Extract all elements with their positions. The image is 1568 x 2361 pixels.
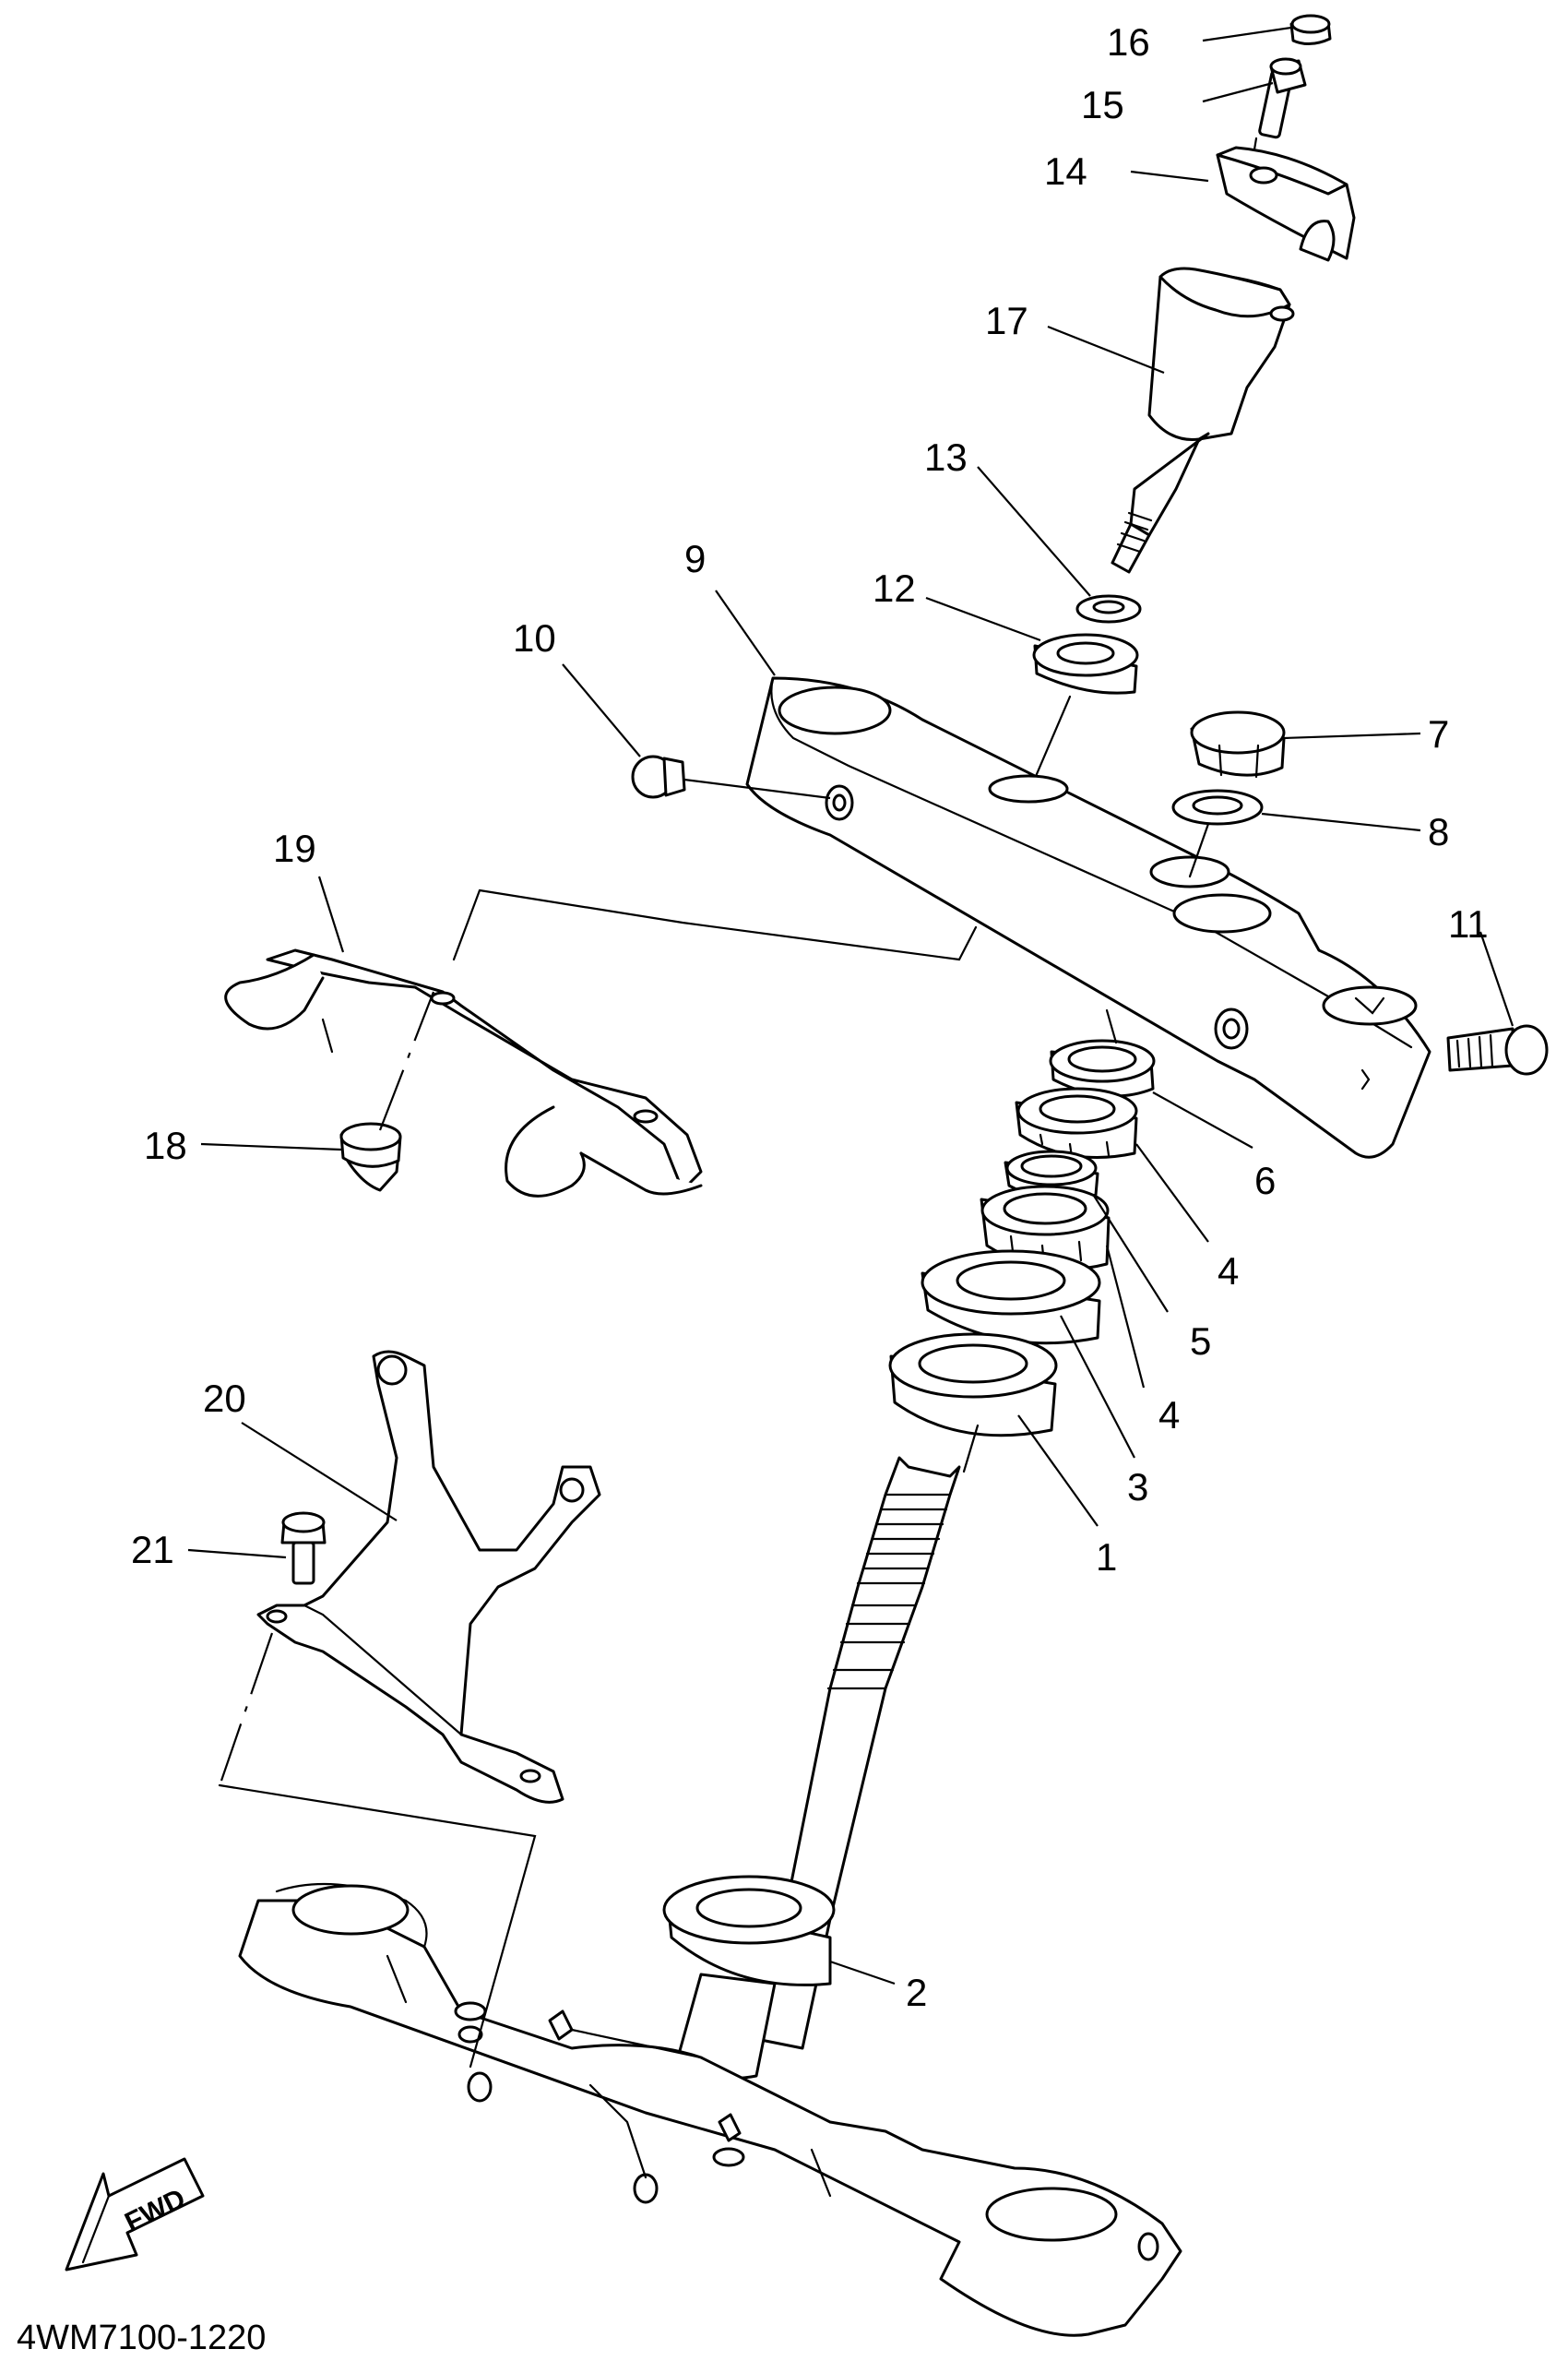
part-3-bearing-cover xyxy=(921,1249,1101,1345)
callout-10: 10 xyxy=(513,616,556,660)
lower-bracket xyxy=(238,1882,1182,2337)
assembly-line-20 xyxy=(218,1783,537,2069)
callout-4-lower: 4 xyxy=(1158,1393,1180,1437)
callout-4-upper: 4 xyxy=(1218,1249,1239,1293)
callout-5: 5 xyxy=(1190,1319,1211,1363)
part-7-nut xyxy=(1190,710,1286,779)
part-9-upper-bracket xyxy=(745,676,1431,1159)
callout-12: 12 xyxy=(873,566,916,610)
callout-18: 18 xyxy=(144,1124,187,1167)
leader-lines xyxy=(187,26,1515,1985)
callout-17: 17 xyxy=(985,299,1028,342)
assembly-line-19 xyxy=(478,888,961,961)
part-13-washer xyxy=(1075,594,1142,624)
callout-6: 6 xyxy=(1254,1159,1276,1202)
part-18-nut xyxy=(339,1122,402,1192)
part-11-bolt xyxy=(1446,1024,1549,1076)
centerline-20-bracket xyxy=(220,1632,274,1782)
part-6-lock-washer xyxy=(1049,1008,1156,1098)
callout-14: 14 xyxy=(1044,149,1087,193)
part-2-lower-bearing xyxy=(662,1875,836,2080)
part-12-damper xyxy=(1027,633,1139,795)
callout-19: 19 xyxy=(273,827,316,870)
part-21-bolt xyxy=(280,1511,327,1585)
callout-21: 21 xyxy=(131,1528,174,1571)
part-17-handlebar-holder xyxy=(1111,267,1295,574)
part-10-plug xyxy=(631,755,831,800)
callout-7: 7 xyxy=(1428,712,1449,756)
part-14-upper-clamp xyxy=(1216,146,1356,262)
callout-13: 13 xyxy=(924,435,968,479)
part-20-stay xyxy=(256,1350,601,1804)
callout-3: 3 xyxy=(1127,1465,1148,1508)
part-8-washer xyxy=(1171,789,1264,878)
callout-8: 8 xyxy=(1428,810,1449,853)
fwd-arrow-icon: FWD xyxy=(65,2157,205,2272)
callout-15: 15 xyxy=(1081,83,1124,126)
callout-1: 1 xyxy=(1096,1535,1117,1579)
callout-9: 9 xyxy=(684,537,706,580)
callout-2: 2 xyxy=(906,1971,927,2014)
part-1-bearing xyxy=(888,1332,1058,1437)
part-4-upper-ring-nut xyxy=(1015,1087,1138,1159)
part-16-cap xyxy=(1289,14,1332,45)
centerline-18-19 xyxy=(378,991,435,1131)
part-15-bolt xyxy=(1250,57,1307,168)
callout-11: 11 xyxy=(1448,902,1489,946)
part-19-bracket-plate xyxy=(224,948,703,1198)
callout-16: 16 xyxy=(1107,20,1150,64)
callout-20: 20 xyxy=(203,1377,246,1420)
callout-labels: 16 15 14 17 13 12 9 10 7 8 19 11 18 6 4 … xyxy=(131,20,1489,2014)
diagram-code: 4WM7100-1220 xyxy=(17,2319,266,2357)
